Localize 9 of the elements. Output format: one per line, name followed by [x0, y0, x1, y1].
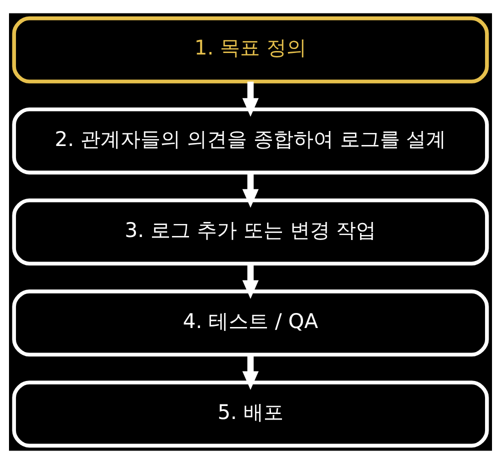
arrow: [242, 354, 258, 390]
node-box: 4. 테스트 / QA: [12, 290, 488, 357]
node-box: 5. 배포: [12, 380, 488, 448]
node-box: 1. 목표 정의: [12, 16, 488, 84]
arrow: [242, 172, 258, 208]
node-box: 2. 관계자들의 의견을 종합하여 로그를 설계: [12, 107, 488, 174]
arrow: [242, 82, 258, 117]
arrow: [242, 264, 258, 299]
node-box: 3. 로그 추가 또는 변경 작업: [12, 198, 488, 266]
